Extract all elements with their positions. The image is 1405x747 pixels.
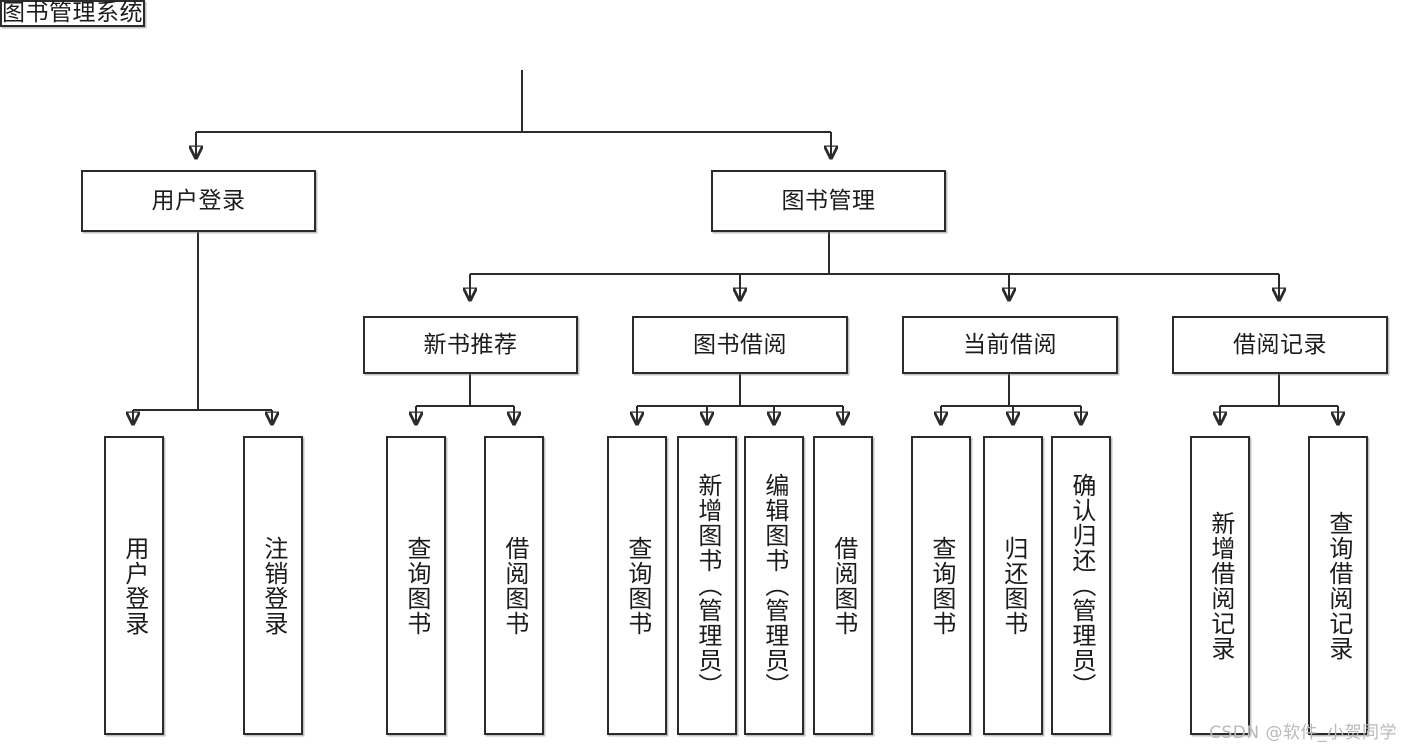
node-leaf-query-book-3[interactable]: 查询图书	[911, 436, 971, 735]
node-new-book-rec-label: 新书推荐	[423, 331, 518, 358]
node-leaf-edit-book[interactable]: 编辑图书（管理员）	[744, 436, 804, 735]
node-leaf-borrow-book-2-label: 借阅图书	[829, 535, 858, 636]
node-leaf-query-book-2-label: 查询图书	[623, 535, 652, 636]
node-leaf-return-book-label: 归还图书	[999, 535, 1028, 636]
node-book-manage-label: 图书管理	[781, 187, 876, 214]
node-leaf-edit-book-label: 编辑图书（管理员）	[760, 473, 789, 698]
node-leaf-add-record[interactable]: 新增借阅记录	[1190, 436, 1250, 735]
node-current-borrow-label: 当前借阅	[963, 331, 1057, 358]
node-user-login[interactable]: 用户登录	[81, 170, 316, 232]
node-leaf-query-book-2[interactable]: 查询图书	[607, 436, 667, 735]
node-leaf-user-login-label: 用户登录	[120, 535, 149, 636]
node-leaf-add-book-label: 新增图书（管理员）	[693, 473, 722, 698]
node-book-borrow[interactable]: 图书借阅	[632, 316, 848, 374]
node-leaf-return-book[interactable]: 归还图书	[983, 436, 1043, 735]
node-book-borrow-label: 图书借阅	[693, 331, 787, 358]
node-leaf-query-book-1-label: 查询图书	[402, 535, 431, 636]
node-leaf-user-logout-label: 注销登录	[259, 535, 288, 636]
node-leaf-borrow-book-1-label: 借阅图书	[500, 535, 529, 636]
node-user-login-label: 用户登录	[151, 187, 246, 214]
node-leaf-confirm-return-label: 确认归还（管理员）	[1067, 473, 1096, 698]
node-leaf-borrow-book-1[interactable]: 借阅图书	[484, 436, 544, 735]
node-current-borrow[interactable]: 当前借阅	[902, 316, 1118, 374]
node-leaf-user-logout[interactable]: 注销登录	[243, 436, 303, 735]
node-borrow-record-label: 借阅记录	[1233, 331, 1327, 358]
node-leaf-add-record-label: 新增借阅记录	[1206, 510, 1235, 661]
node-new-book-rec[interactable]: 新书推荐	[363, 316, 578, 374]
node-root-label: 图书管理系统	[2, 0, 143, 26]
node-leaf-query-record[interactable]: 查询借阅记录	[1308, 436, 1368, 735]
node-leaf-query-book-1[interactable]: 查询图书	[386, 436, 446, 735]
node-leaf-confirm-return[interactable]: 确认归还（管理员）	[1051, 436, 1111, 735]
node-leaf-query-book-3-label: 查询图书	[927, 535, 956, 636]
node-root[interactable]: 图书管理系统	[0, 0, 145, 27]
node-leaf-borrow-book-2[interactable]: 借阅图书	[813, 436, 873, 735]
node-leaf-query-record-label: 查询借阅记录	[1324, 510, 1353, 661]
node-leaf-user-login[interactable]: 用户登录	[104, 436, 164, 735]
node-leaf-add-book[interactable]: 新增图书（管理员）	[677, 436, 737, 735]
node-book-manage[interactable]: 图书管理	[711, 170, 946, 232]
node-borrow-record[interactable]: 借阅记录	[1172, 316, 1388, 374]
watermark-text: CSDN @软件_小贺同学	[1209, 723, 1397, 743]
